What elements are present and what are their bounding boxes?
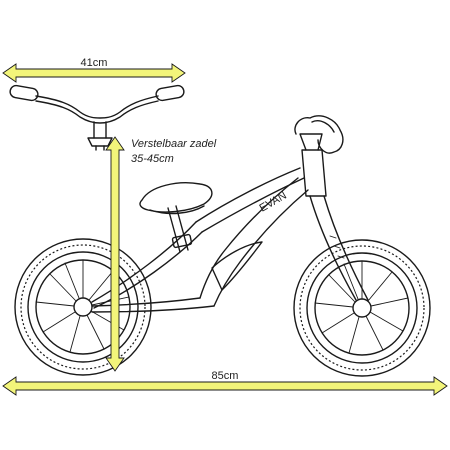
balance-bike-icon [14,115,431,377]
handlebar-icon [9,84,185,151]
saddle-height-arrow [105,136,125,372]
front-wheel [293,239,431,377]
rear-wheel [14,238,152,376]
total-length-arrow [2,376,448,396]
total-length-label: 85cm [212,370,239,382]
bike-frame [91,115,369,313]
handlebar-width-arrow [2,63,186,83]
handlebar-width-label: 41cm [81,57,108,69]
saddle-range-label: 35-45cm [131,153,174,165]
saddle-label: Verstelbaar zadel [131,138,217,150]
